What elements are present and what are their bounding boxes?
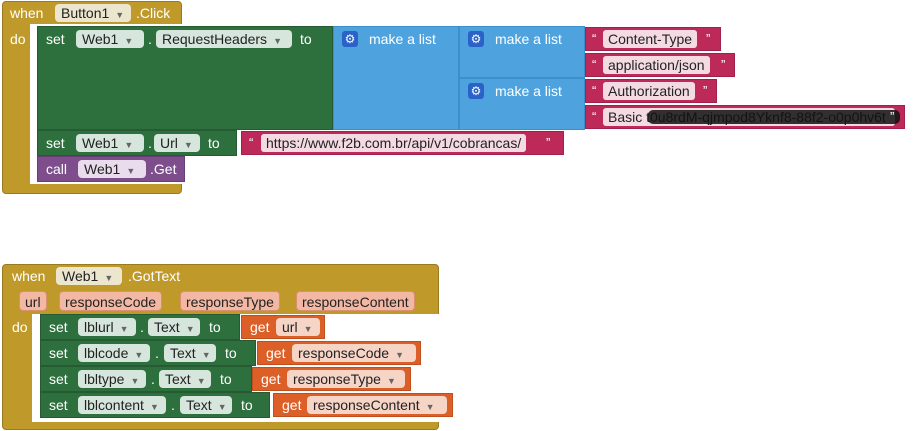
component-dropdown-button1[interactable]: Button1▼ xyxy=(55,4,131,22)
property-dropdown-text[interactable]: Text▼ xyxy=(180,396,232,414)
chevron-down-icon: ▼ xyxy=(386,376,396,386)
variable-dropdown-url[interactable]: url▼ xyxy=(276,318,320,336)
quote-close: ” xyxy=(721,57,726,72)
get-keyword: get xyxy=(250,319,270,335)
chevron-down-icon: ▼ xyxy=(217,402,227,412)
chevron-down-icon: ▼ xyxy=(201,350,211,360)
set-keyword: set xyxy=(49,319,68,335)
chevron-down-icon: ▼ xyxy=(196,376,206,386)
get-keyword: get xyxy=(282,397,302,413)
component-dropdown-lblurl[interactable]: lblurl▼ xyxy=(78,318,136,336)
property-dropdown-text[interactable]: Text▼ xyxy=(164,344,216,362)
text-field-application-json[interactable]: application/json xyxy=(603,56,710,74)
quote-close: ” xyxy=(890,109,895,124)
chevron-down-icon: ▼ xyxy=(124,140,134,150)
chevron-down-icon: ▼ xyxy=(134,350,144,360)
chevron-down-icon: ▼ xyxy=(126,166,136,176)
quote-close: ” xyxy=(546,135,551,150)
call-keyword: call xyxy=(46,161,68,177)
chevron-down-icon: ▼ xyxy=(149,402,159,412)
component-dropdown-web1[interactable]: Web1▼ xyxy=(76,30,144,48)
text-field-url[interactable]: https://www.f2b.com.br/api/v1/cobrancas/ xyxy=(261,134,527,152)
chevron-down-icon: ▼ xyxy=(425,402,435,412)
set-keyword: set xyxy=(49,397,68,413)
do-label: do xyxy=(12,319,28,335)
quote-open: “ xyxy=(592,83,597,98)
text-field-content-type[interactable]: Content-Type xyxy=(603,30,698,48)
to-keyword: to xyxy=(241,397,253,413)
dot-separator: . xyxy=(148,31,152,47)
make-list-label: make a list xyxy=(369,31,436,47)
dot-separator: . xyxy=(148,135,152,151)
chevron-down-icon: ▼ xyxy=(183,140,193,150)
set-lblurl-text-block[interactable] xyxy=(40,314,240,340)
set-keyword: set xyxy=(46,135,65,151)
to-keyword: to xyxy=(220,371,232,387)
dot-separator: . xyxy=(171,397,175,413)
set-keyword: set xyxy=(49,345,68,361)
component-dropdown-lbltype[interactable]: lbltype▼ xyxy=(78,370,146,388)
property-dropdown-url[interactable]: Url▼ xyxy=(154,134,200,152)
do-label: do xyxy=(10,31,26,47)
param-responsetype[interactable]: responseType xyxy=(180,291,280,311)
to-keyword: to xyxy=(208,135,220,151)
property-dropdown-text[interactable]: Text▼ xyxy=(148,318,200,336)
chevron-down-icon: ▼ xyxy=(273,36,282,46)
event-name-gottext: .GotText xyxy=(128,268,181,284)
when-label: when xyxy=(10,5,44,21)
component-dropdown-web1[interactable]: Web1▼ xyxy=(76,134,144,152)
get-keyword: get xyxy=(261,371,281,387)
make-list-label: make a list xyxy=(495,31,562,47)
property-dropdown-requestheaders[interactable]: RequestHeaders▼ xyxy=(156,30,292,48)
chevron-down-icon: ▼ xyxy=(119,324,129,334)
variable-dropdown-responsecontent[interactable]: responseContent▼ xyxy=(307,396,447,414)
get-keyword: get xyxy=(266,345,286,361)
redaction-mark xyxy=(648,110,900,124)
component-dropdown-web1[interactable]: Web1▼ xyxy=(56,267,122,285)
variable-dropdown-responsecode[interactable]: responseCode▼ xyxy=(292,344,416,362)
gear-icon[interactable]: ⚙ xyxy=(468,83,484,99)
chevron-down-icon: ▼ xyxy=(115,10,125,20)
quote-open: “ xyxy=(592,31,597,46)
gear-icon[interactable]: ⚙ xyxy=(342,31,358,47)
quote-close: ” xyxy=(706,31,711,46)
chevron-down-icon: ▼ xyxy=(185,324,195,334)
chevron-down-icon: ▼ xyxy=(130,376,140,386)
event-name-click: .Click xyxy=(136,5,171,21)
when-label: when xyxy=(12,268,46,284)
param-responsecontent[interactable]: responseContent xyxy=(296,291,415,311)
param-responsecode[interactable]: responseCode xyxy=(59,291,163,311)
method-name-get: .Get xyxy=(150,161,177,177)
dot-separator: . xyxy=(155,345,159,361)
param-url[interactable]: url xyxy=(19,291,47,311)
to-keyword: to xyxy=(225,345,237,361)
property-dropdown-text[interactable]: Text▼ xyxy=(159,370,211,388)
component-dropdown-lblcontent[interactable]: lblcontent▼ xyxy=(78,396,166,414)
quote-open: “ xyxy=(249,135,254,150)
chevron-down-icon: ▼ xyxy=(303,324,313,334)
to-keyword: to xyxy=(300,31,312,47)
quote-open: “ xyxy=(592,109,597,124)
set-keyword: set xyxy=(49,371,68,387)
quote-close: ” xyxy=(703,83,708,98)
chevron-down-icon: ▼ xyxy=(395,350,404,360)
quote-open: “ xyxy=(592,57,597,72)
make-list-label: make a list xyxy=(495,83,562,99)
component-dropdown-web1[interactable]: Web1▼ xyxy=(78,160,146,178)
dot-separator: . xyxy=(151,371,155,387)
component-dropdown-lblcode[interactable]: lblcode▼ xyxy=(78,344,150,362)
chevron-down-icon: ▼ xyxy=(124,36,134,46)
to-keyword: to xyxy=(209,319,221,335)
dot-separator: . xyxy=(140,319,144,335)
text-field-authorization[interactable]: Authorization xyxy=(603,82,695,100)
chevron-down-icon: ▼ xyxy=(104,273,114,283)
gear-icon[interactable]: ⚙ xyxy=(468,31,484,47)
set-lbltype-text-block[interactable] xyxy=(40,366,252,392)
variable-dropdown-responsetype[interactable]: responseType▼ xyxy=(287,370,405,388)
set-keyword: set xyxy=(46,31,65,47)
